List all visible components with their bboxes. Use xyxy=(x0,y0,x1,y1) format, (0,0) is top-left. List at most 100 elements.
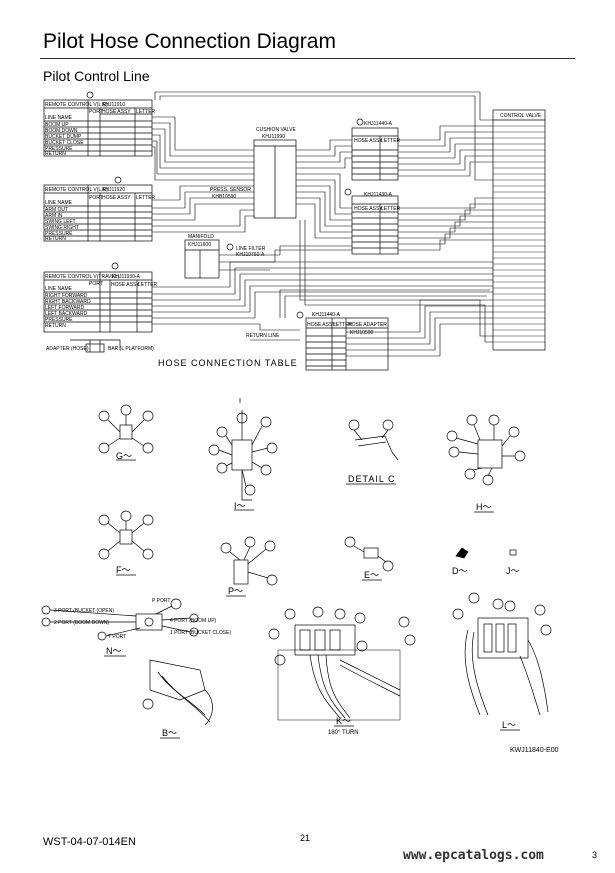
rc1-row: BOOM DOWN xyxy=(45,128,78,134)
manifold-label: MANIFOLD xyxy=(188,234,214,240)
hose-table-caption: HOSE CONNECTION TABLE xyxy=(158,358,298,368)
rc1-row: RETURN xyxy=(45,151,66,157)
rc3-port: PORT xyxy=(89,281,103,287)
midtop-col: HOSE ASSY xyxy=(354,138,383,144)
view-g xyxy=(98,404,154,461)
detail-c-label: DETAIL C xyxy=(348,474,396,484)
rc3-row: RIGHT BACKWARD xyxy=(45,299,91,305)
cushion-header: CUSHION VALVE xyxy=(256,127,296,133)
rc3-row: RETURN xyxy=(45,323,66,329)
bottom-table-asm: KHJ11440-A xyxy=(312,312,341,318)
view-f xyxy=(98,510,154,576)
rc3-header: REMOTE CONTROL V(TRAVEL) xyxy=(45,274,120,280)
rc1-col-line: LINE NAME xyxy=(45,115,73,121)
cushion-asm: KHJ11990 xyxy=(262,134,285,140)
rc1-row: BUCKET DUMP xyxy=(45,134,82,140)
remote-control-table-3 xyxy=(43,271,153,333)
title-rule xyxy=(40,58,575,59)
rc2-row: ARM IN xyxy=(45,213,63,219)
rc1-row: PRESSURE xyxy=(45,146,73,152)
midbot-asm: KHJ11430-A xyxy=(364,192,393,198)
view-p xyxy=(220,536,278,597)
bar-label: BAR (L PLATFORM) xyxy=(108,346,154,352)
rc3-asm: KHJ11930-A xyxy=(112,274,141,280)
page-number: 21 xyxy=(300,833,311,843)
view-h-label: H～ xyxy=(476,502,492,512)
page-subtitle: Pilot Control Line xyxy=(43,68,150,84)
n-port-label: 1 PORT (BUCKET CLOSE) xyxy=(170,630,231,636)
rc3-col-hose: HOSE ASSY xyxy=(111,282,140,288)
midbot-col: HOSE ASSY xyxy=(354,206,383,212)
rc2-row: SWING RIGHT xyxy=(45,225,79,231)
rc1-port: PORT xyxy=(89,109,103,115)
line-filter-code: KHJ10760-A xyxy=(236,252,265,258)
remote-control-table-1 xyxy=(43,99,153,157)
corner-number: 3 xyxy=(592,850,598,860)
rc2-row: PRESSURE xyxy=(45,231,73,237)
rc2-row: ARM OUT xyxy=(45,207,68,213)
rc1-row: BOOM UP xyxy=(45,122,69,128)
press-sensor-label: PRESS. SENSOR xyxy=(210,187,251,193)
rc2-port: PORT xyxy=(89,195,103,201)
watermark-link[interactable]: www.epcatalogs.com xyxy=(403,848,544,863)
view-e-label: E～ xyxy=(364,570,379,580)
page-title: Pilot Hose Connection Diagram xyxy=(43,30,336,53)
rc2-row: RETURN xyxy=(45,236,66,242)
manifold-code: KHJ11600 xyxy=(188,242,211,248)
bottom-table-adapter: KHJ10590 xyxy=(350,330,374,336)
return-line-label: RETURN LINE xyxy=(246,333,280,339)
control-valve-header: CONTROL VALVE xyxy=(500,113,542,119)
midtop-col: LETTER xyxy=(381,138,401,144)
rc2-col-hose: HOSE ASSY xyxy=(102,195,131,201)
rc2-col-letter: LETTER xyxy=(136,195,156,201)
view-i xyxy=(208,398,278,511)
n-port-label: 2 PORT (BOOM DOWN) xyxy=(54,620,109,626)
rc1-col-letter: LETTER xyxy=(136,109,156,115)
rc3-col-letter: LETTER xyxy=(138,282,158,288)
rc3-col-line: LINE NAME xyxy=(45,286,73,292)
rc2-header: REMOTE CONTROL V(L,R) xyxy=(45,187,108,193)
detail-c xyxy=(346,419,399,485)
midtop-asm: KHJ11440-A xyxy=(364,121,393,127)
view-n xyxy=(41,598,199,657)
bottom-table-col: LETTER xyxy=(333,322,353,328)
rc1-col-hose: HOSE ASSY xyxy=(102,109,131,115)
rc1-asm: KHJ11910 xyxy=(102,102,125,108)
line-filter-label: LINE FILTER xyxy=(236,246,266,252)
rc3-row: LEFT BACKWARD xyxy=(45,311,88,317)
rc1-row: BUCKET CLOSE xyxy=(45,140,84,146)
rc2-col-line: LINE NAME xyxy=(45,200,73,206)
rc3-row: PRESSURE xyxy=(45,317,73,323)
n-port-label: 3 PORT (BUCKET (OPEN) xyxy=(54,608,114,614)
rc1-header: REMOTE CONTROL V(L,R) xyxy=(45,102,108,108)
bottom-table-col: HOSE ASSY xyxy=(307,322,336,328)
rc3-row: LEFT FORWARD xyxy=(45,305,84,311)
document-code: WST-04-07-014EN xyxy=(43,836,136,848)
bottom-table-col: HOSE ADAPTER xyxy=(348,322,387,328)
rc2-row: SWING LEFT xyxy=(45,219,76,225)
adapter-label: ADAPTER (HOSE) xyxy=(46,346,89,352)
n-port-label: P PORT xyxy=(152,598,170,604)
figure-code: KWJ11840-E00 xyxy=(510,747,559,754)
view-b-label: B～ xyxy=(162,728,177,738)
view-g-label: G～ xyxy=(116,451,132,461)
n-port-label: 4 PORT (BOOM UP) xyxy=(170,618,217,624)
view-l xyxy=(452,592,552,731)
view-b xyxy=(142,659,213,739)
rc3-row: RIGHT FORWARD xyxy=(45,293,88,299)
midbot-col: LETTER xyxy=(381,206,401,212)
n-port-label: T PORT xyxy=(108,634,126,640)
view-l-label: L～ xyxy=(502,720,516,730)
view-j-label: J～ xyxy=(506,566,520,576)
view-f-label: F～ xyxy=(116,565,131,575)
view-k-label: K～ xyxy=(336,716,351,726)
view-i-label: I～ xyxy=(234,501,246,511)
remote-control-table-2 xyxy=(43,184,153,242)
press-sensor-code: KHB10590 xyxy=(212,194,236,200)
view-d-label: D～ xyxy=(452,566,468,576)
turn-label: 180° TURN xyxy=(328,730,359,736)
view-p-label: P～ xyxy=(228,586,243,596)
view-e xyxy=(344,536,394,581)
view-h xyxy=(446,414,526,513)
